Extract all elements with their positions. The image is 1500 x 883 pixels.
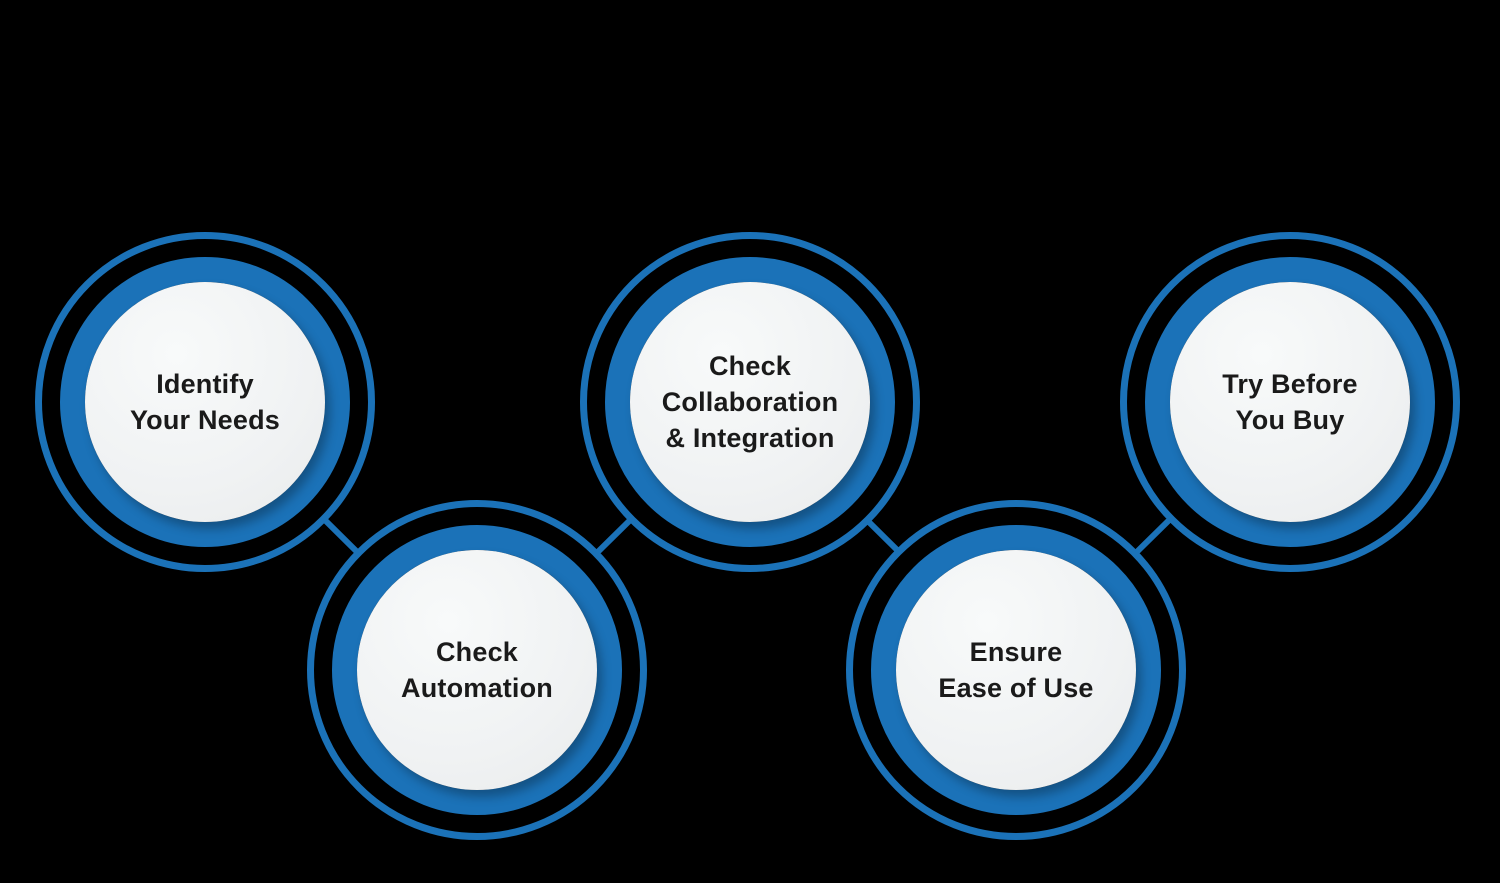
step-circle-check-collaboration-integration: Check Collaboration & Integration bbox=[580, 232, 920, 572]
outer-ring bbox=[580, 232, 920, 572]
inner-circle: Identify Your Needs bbox=[85, 282, 325, 522]
step-circle-ensure-ease-of-use: Ensure Ease of Use bbox=[846, 500, 1186, 840]
step-label: Check Collaboration & Integration bbox=[661, 351, 839, 453]
inner-circle: Check Collaboration & Integration bbox=[630, 282, 870, 522]
step-label: Try Before You Buy bbox=[1222, 369, 1358, 435]
outer-ring bbox=[307, 500, 647, 840]
step-circle-check-automation: Check Automation bbox=[307, 500, 647, 840]
step-label: Identify Your Needs bbox=[129, 369, 281, 435]
inner-circle: Try Before You Buy bbox=[1170, 282, 1410, 522]
outer-ring bbox=[1120, 232, 1460, 572]
inner-circle: Ensure Ease of Use bbox=[896, 550, 1136, 790]
step-circle-try-before-you-buy: Try Before You Buy bbox=[1120, 232, 1460, 572]
step-label: Ensure Ease of Use bbox=[938, 637, 1094, 703]
outer-ring bbox=[35, 232, 375, 572]
inner-circle: Check Automation bbox=[357, 550, 597, 790]
step-label: Check Automation bbox=[401, 637, 553, 703]
step-circle-identify-your-needs: Identify Your Needs bbox=[35, 232, 375, 572]
outer-ring bbox=[846, 500, 1186, 840]
